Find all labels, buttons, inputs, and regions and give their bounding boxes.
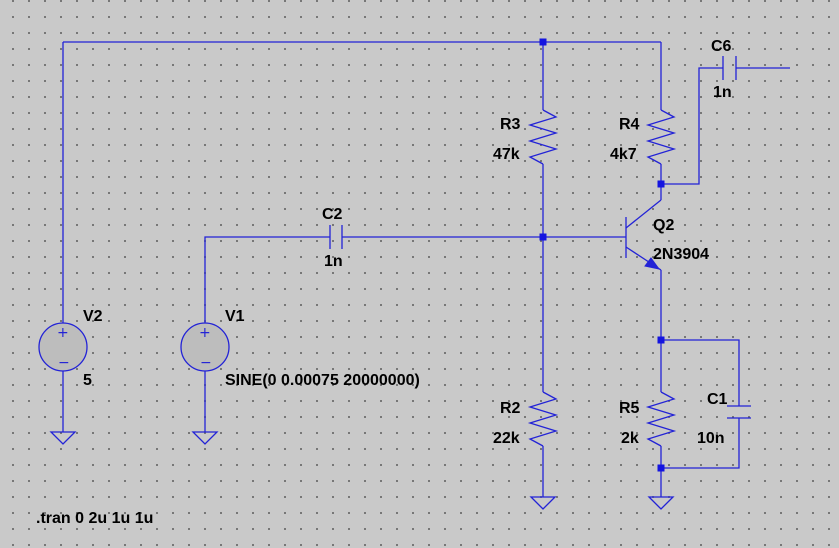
ground-icon <box>49 431 77 445</box>
c1-value: 10n <box>697 430 725 447</box>
q2-name: Q2 <box>653 217 674 234</box>
junctions <box>539 38 665 472</box>
voltage-source-v1[interactable]: + − V1 SINE(0 0.00075 20000000) <box>180 308 420 389</box>
capacitor-c1[interactable]: C1 10n <box>697 391 751 447</box>
v2-name: V2 <box>83 308 103 325</box>
capacitor-c6[interactable]: C6 1n <box>711 38 737 101</box>
ground-symbols <box>49 431 675 510</box>
svg-text:−: − <box>58 355 70 371</box>
junction-collector <box>657 180 665 188</box>
v1-name: V1 <box>225 308 245 325</box>
c6-value: 1n <box>713 84 732 101</box>
v2-value: 5 <box>83 372 92 389</box>
capacitor-c2[interactable]: C2 1n <box>322 206 343 270</box>
resistor-r3[interactable]: R3 47k <box>493 109 559 165</box>
r5-value: 2k <box>621 430 639 447</box>
c2-name: C2 <box>322 206 343 223</box>
r5-name: R5 <box>619 400 640 417</box>
r2-value: 22k <box>493 430 520 447</box>
resistor-r4[interactable]: R4 4k7 <box>610 109 677 165</box>
wire-c1-top[interactable] <box>661 339 740 406</box>
wire-v1-plus[interactable] <box>204 236 330 323</box>
junction-emitter <box>657 336 665 344</box>
v1-value: SINE(0 0.00075 20000000) <box>225 372 420 389</box>
wire-collector-c6[interactable] <box>661 67 723 185</box>
wire-c1-bottom[interactable] <box>661 418 740 469</box>
transistor-q2[interactable]: Q2 2N3904 <box>625 199 709 271</box>
r3-value: 47k <box>493 146 520 163</box>
ground-icon <box>647 496 675 510</box>
c2-value: 1n <box>324 253 343 270</box>
junction-top <box>539 38 547 46</box>
q2-value: 2N3904 <box>653 246 709 263</box>
svg-text:+: + <box>57 325 69 341</box>
spice-directive[interactable]: .tran 0 2u 1u 1u <box>36 510 153 527</box>
r4-value: 4k7 <box>610 146 637 163</box>
r2-name: R2 <box>500 400 521 417</box>
wires <box>62 41 790 497</box>
resistor-r5[interactable]: R5 2k <box>619 391 677 452</box>
svg-text:+: + <box>199 325 211 341</box>
ground-icon <box>529 496 557 510</box>
junction-base <box>539 233 547 241</box>
resistor-r2[interactable]: R2 22k <box>493 391 559 452</box>
svg-text:−: − <box>200 355 212 371</box>
r3-name: R3 <box>500 116 521 133</box>
junction-r5-bottom <box>657 464 665 472</box>
ground-icon <box>191 431 219 445</box>
c1-name: C1 <box>707 391 728 408</box>
r4-name: R4 <box>619 116 640 133</box>
c6-name: C6 <box>711 38 732 55</box>
voltage-source-v2[interactable]: + − V2 5 <box>38 308 103 389</box>
